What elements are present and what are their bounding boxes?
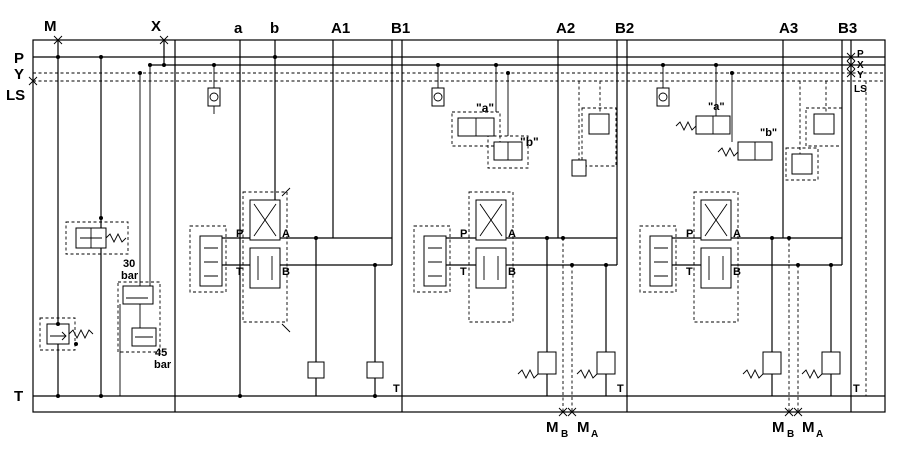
label-b: b (270, 20, 279, 37)
label-s1-b: B (282, 266, 290, 278)
label-right-p: P (857, 49, 864, 60)
label-ma-2-sub: A (816, 429, 823, 440)
label-30: 30 (123, 258, 135, 270)
label-port-ls: LS (6, 87, 25, 104)
gallery-lines (28, 35, 885, 397)
label-a2: A2 (556, 20, 575, 37)
label-right-y: Y (857, 70, 864, 81)
label-s3-t: T (686, 266, 693, 278)
label-s3-qa: "a" (708, 101, 725, 113)
label-a3: A3 (779, 20, 798, 37)
label-s2-qb: "b" (520, 135, 539, 149)
label-right-ls: LS (854, 84, 867, 95)
label-45-unit: bar (154, 359, 172, 371)
gauge-labels-2: M B M A (772, 419, 823, 440)
section-2-labels: P T A B T "a" "b" (460, 101, 624, 395)
inlet-module (39, 55, 166, 398)
label-s3-tank: T (853, 383, 860, 395)
label-b3: B3 (838, 20, 857, 37)
label-s3-b: B (733, 266, 741, 278)
section-3-labels: P T A B T "a" "b" (686, 101, 860, 395)
label-s2-tank: T (617, 383, 624, 395)
label-b2: B2 (615, 20, 634, 37)
label-s1-tank: T (393, 383, 400, 395)
label-a: a (234, 20, 243, 37)
label-s1-a: A (282, 228, 290, 240)
label-s2-qa: "a" (476, 101, 494, 115)
label-mb-2: M (772, 419, 785, 436)
label-s1-t: T (236, 266, 243, 278)
label-port-x: X (151, 18, 161, 35)
gauge-labels-1: M B M A (546, 419, 598, 440)
label-s1-p: P (236, 228, 243, 240)
label-right-x: X (857, 60, 864, 71)
label-s3-a: A (733, 228, 741, 240)
label-s2-b: B (508, 266, 516, 278)
top-labels: a b A1 B1 A2 B2 A3 B3 (234, 20, 857, 37)
label-s2-t: T (460, 266, 467, 278)
label-ma-1: M (577, 419, 590, 436)
right-labels: P X Y LS (854, 49, 867, 95)
label-mb-1: M (546, 419, 559, 436)
section-1 (189, 40, 393, 398)
label-ma-1-sub: A (591, 429, 598, 440)
section-1-labels: P T A B T (236, 228, 400, 395)
label-45: 45 (155, 347, 167, 359)
label-s2-a: A (508, 228, 516, 240)
label-a1: A1 (331, 20, 350, 37)
label-mb-2-sub: B (787, 429, 794, 440)
section-2 (413, 40, 618, 412)
label-port-t: T (14, 388, 23, 405)
label-mb-1-sub: B (561, 429, 568, 440)
label-port-m: M (44, 18, 57, 35)
label-s2-p: P (460, 228, 467, 240)
pressure-labels: 30 bar 45 bar (121, 258, 172, 371)
section-3 (639, 40, 867, 412)
label-b1: B1 (391, 20, 410, 37)
label-s3-qb: "b" (760, 127, 777, 139)
label-ma-2: M (802, 419, 815, 436)
main-frame (32, 39, 886, 413)
label-s3-p: P (686, 228, 693, 240)
left-labels: M X P Y LS T (6, 18, 161, 405)
label-port-p: P (14, 50, 24, 67)
label-port-y: Y (14, 66, 24, 83)
label-30-unit: bar (121, 270, 139, 282)
